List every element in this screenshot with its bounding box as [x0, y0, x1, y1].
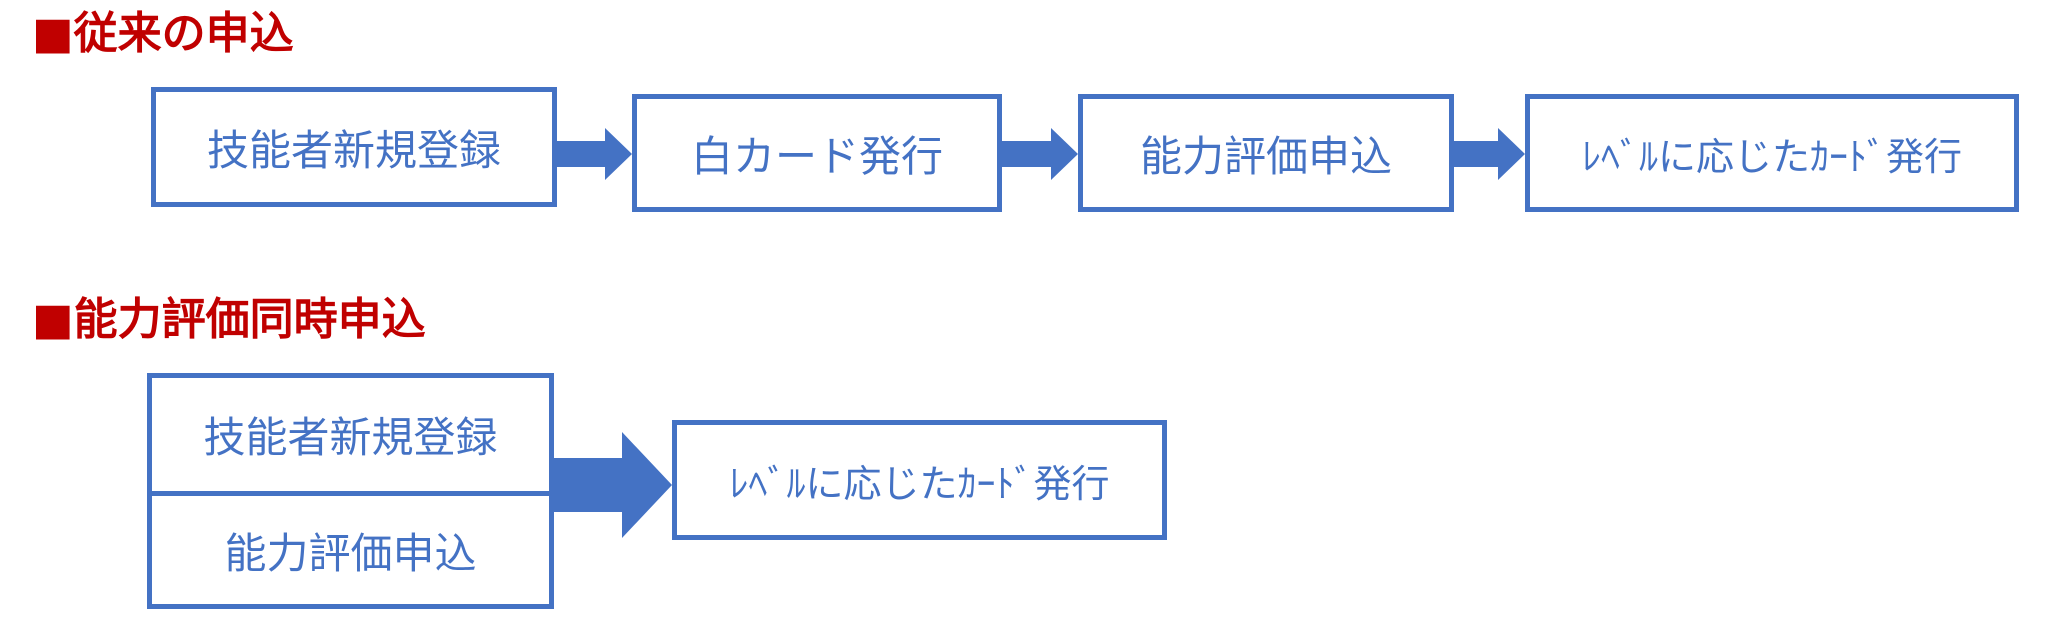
combined-application-box: 技能者新規登録 能力評価申込 [147, 373, 554, 609]
flow-arrow-1 [557, 128, 632, 180]
step-white-card-issue: 白カード発行 [632, 94, 1002, 212]
step-ability-evaluation-application: 能力評価申込 [1078, 94, 1454, 212]
combined-skilled-worker-registration: 技能者新規登録 [203, 413, 498, 462]
flow-arrow-combined [554, 432, 672, 538]
combined-divider [152, 491, 549, 496]
step-skilled-worker-registration: 技能者新規登録 [151, 87, 557, 207]
step-level-card-issue: ﾚﾍﾞﾙに応じたｶｰﾄﾞ発行 [1525, 94, 2019, 212]
combined-ability-evaluation-application: 能力評価申込 [224, 528, 477, 578]
section-title-simultaneous: ■能力評価同時申込 [32, 294, 426, 345]
section-title-conventional: ■従来の申込 [32, 8, 294, 59]
result-level-card-issue: ﾚﾍﾞﾙに応じたｶｰﾄﾞ発行 [672, 420, 1167, 540]
flow-arrow-2 [1002, 128, 1078, 180]
flow-arrow-3 [1454, 128, 1525, 180]
